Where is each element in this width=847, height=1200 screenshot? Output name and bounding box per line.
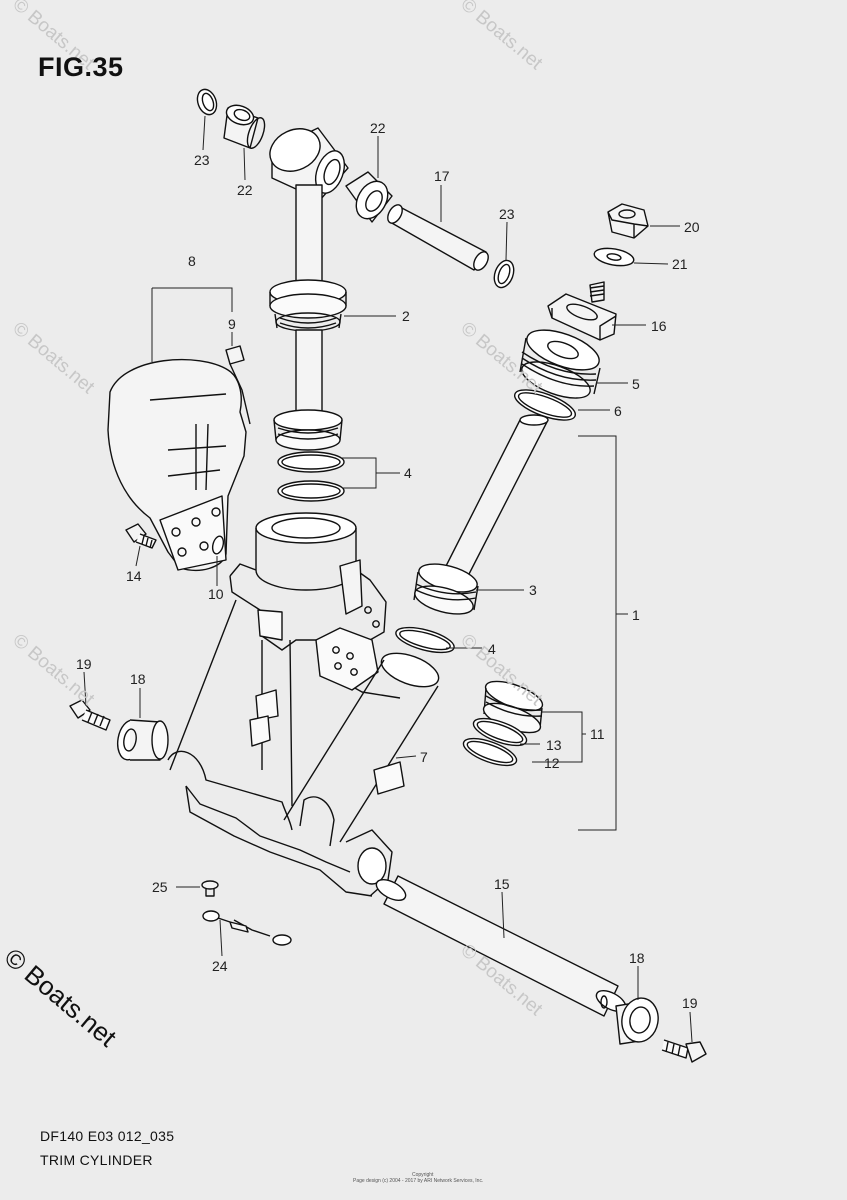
part-22-bushing-right [345,171,393,223]
part-4-o-rings-upper [277,451,345,502]
part-25-screw [201,880,219,897]
figure-title: FIG.35 [38,52,124,82]
footer-copyright-label: Copyright [412,1172,434,1178]
callout-10[interactable]: 10 [208,586,224,602]
callout-14[interactable]: 14 [126,568,142,584]
part-2-trim-rod [269,127,349,451]
callout-6[interactable]: 6 [614,403,622,419]
callout-16[interactable]: 16 [651,318,667,334]
part-22-bushing-top [223,104,266,149]
part-7-cylinder-body [167,512,440,897]
callout-23[interactable]: 23 [499,206,515,222]
callout-18[interactable]: 18 [130,671,146,687]
callout-18[interactable]: 18 [629,950,645,966]
part-18-bushing-left [116,719,169,761]
callout-11[interactable]: 11 [590,726,605,742]
callout-19[interactable]: 19 [682,995,698,1011]
section-name: TRIM CYLINDER [40,1152,153,1168]
part-9-clip [225,345,251,425]
callout-15[interactable]: 15 [494,876,510,892]
callout-22[interactable]: 22 [237,182,253,198]
part-19-bolt-right [661,1039,707,1063]
model-code: DF140 E03 012_035 [40,1128,175,1144]
part-5-cap [519,329,601,399]
part-18-bushing-right [615,997,659,1045]
part-14-bolt [125,523,157,549]
part-15-tilt-pin [375,875,627,1017]
callout-23[interactable]: 23 [194,152,210,168]
callout-1[interactable]: 1 [632,607,640,623]
part-3-piston-rod [413,414,549,615]
callout-9[interactable]: 9 [228,316,236,332]
leader-lines [83,115,693,1043]
callout-12[interactable]: 12 [544,755,560,771]
callout-24[interactable]: 24 [212,958,228,974]
part-24-ground-wire [202,910,292,946]
footer-copyright-text: Page design (c) 2004 - 2017 by ARI Netwo… [353,1178,484,1184]
part-19-bolt-left [69,699,111,731]
part-11-13-12-seals [462,680,544,767]
callout-20[interactable]: 20 [684,219,700,235]
part-8-cover [107,358,247,572]
callout-7[interactable]: 7 [420,749,428,765]
callout-22[interactable]: 22 [370,120,386,136]
part-4-o-ring-right [395,626,455,654]
callout-21[interactable]: 21 [672,256,688,272]
callout-5[interactable]: 5 [632,376,640,392]
callout-4[interactable]: 4 [488,641,496,657]
callout-25[interactable]: 25 [152,879,168,895]
callout-2[interactable]: 2 [402,308,410,324]
part-17-pin [387,204,489,271]
part-20-nut [607,203,649,239]
callout-8[interactable]: 8 [188,253,196,269]
callout-3[interactable]: 3 [529,582,537,598]
part-10-washer [211,535,225,555]
callout-19[interactable]: 19 [76,656,92,672]
callout-13[interactable]: 13 [546,737,562,753]
part-23-circlip-top [196,88,218,116]
callout-4[interactable]: 4 [404,465,412,481]
part-16-fitting [547,281,617,341]
part-23-circlip-right [493,259,515,289]
callout-17[interactable]: 17 [434,168,450,184]
part-21-washer [593,247,635,267]
